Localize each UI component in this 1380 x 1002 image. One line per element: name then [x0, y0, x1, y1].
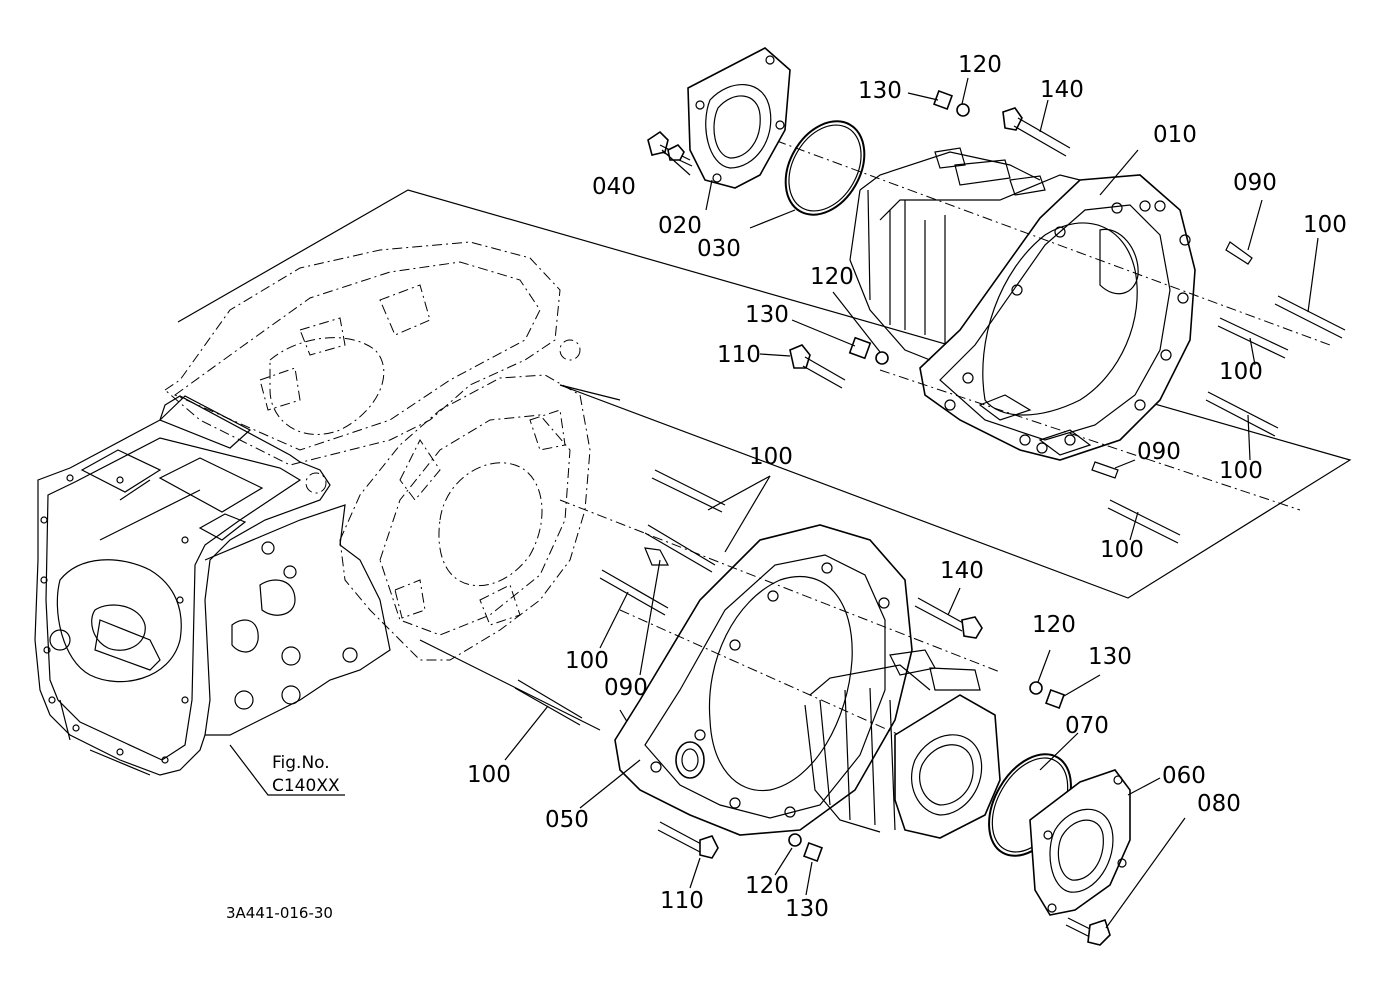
label-020: 020	[658, 213, 702, 239]
leader-lines	[504, 77, 1319, 929]
bolt-040	[647, 130, 693, 167]
label-140-upper: 140	[1040, 77, 1084, 103]
label-100-c: 100	[1219, 458, 1263, 484]
label-130-a: 130	[858, 78, 902, 104]
label-060: 060	[1162, 763, 1206, 789]
housing-050	[559, 499, 1001, 836]
label-110-upper: 110	[717, 342, 761, 368]
flange-050	[894, 694, 1001, 839]
label-100-a: 100	[1303, 212, 1347, 238]
label-120-d: 120	[745, 873, 789, 899]
fig-no-label: Fig.No.	[272, 753, 330, 773]
housing-010	[719, 119, 1331, 511]
part-number-labels: 010 020 030 040 050 060 070 080 090 090 …	[467, 52, 1347, 922]
label-120-b: 120	[810, 264, 854, 290]
label-100-e: 100	[749, 444, 793, 470]
label-100-f: 100	[565, 648, 609, 674]
label-100-g: 100	[467, 762, 511, 788]
label-090-middle: 090	[1137, 439, 1181, 465]
label-040: 040	[592, 174, 636, 200]
label-100-d: 100	[1100, 537, 1144, 563]
center-plate-outline	[305, 339, 591, 661]
upper-fasteners	[789, 90, 1071, 389]
studs-100-lower	[514, 469, 726, 726]
drawing-number: 3A441-016-30	[226, 904, 333, 922]
label-110-lower: 110	[660, 888, 704, 914]
label-130-b: 130	[745, 302, 789, 328]
cover-020	[687, 47, 791, 189]
lower-fasteners	[657, 597, 1065, 862]
transmission-case	[34, 395, 391, 776]
label-100-b: 100	[1219, 359, 1263, 385]
label-070: 070	[1065, 713, 1109, 739]
label-140-lower: 140	[940, 558, 984, 584]
label-130-d: 130	[785, 896, 829, 922]
label-030: 030	[697, 236, 741, 262]
label-130-c: 130	[1088, 644, 1132, 670]
label-120-c: 120	[1032, 612, 1076, 638]
fig-no-value: C140XX	[272, 776, 340, 796]
label-120-a: 120	[958, 52, 1002, 78]
bolt-080	[1065, 917, 1111, 946]
label-090-upper: 090	[1233, 170, 1277, 196]
o-ring-030	[784, 120, 866, 216]
cover-060	[1029, 769, 1131, 916]
label-080: 080	[1197, 791, 1241, 817]
label-010: 010	[1153, 122, 1197, 148]
figure-reference: Fig.No. C140XX	[272, 753, 340, 796]
label-050: 050	[545, 807, 589, 833]
label-090-lower: 090	[604, 675, 648, 701]
case-top-gasket	[164, 241, 561, 466]
studs-100-upper	[1091, 241, 1346, 544]
